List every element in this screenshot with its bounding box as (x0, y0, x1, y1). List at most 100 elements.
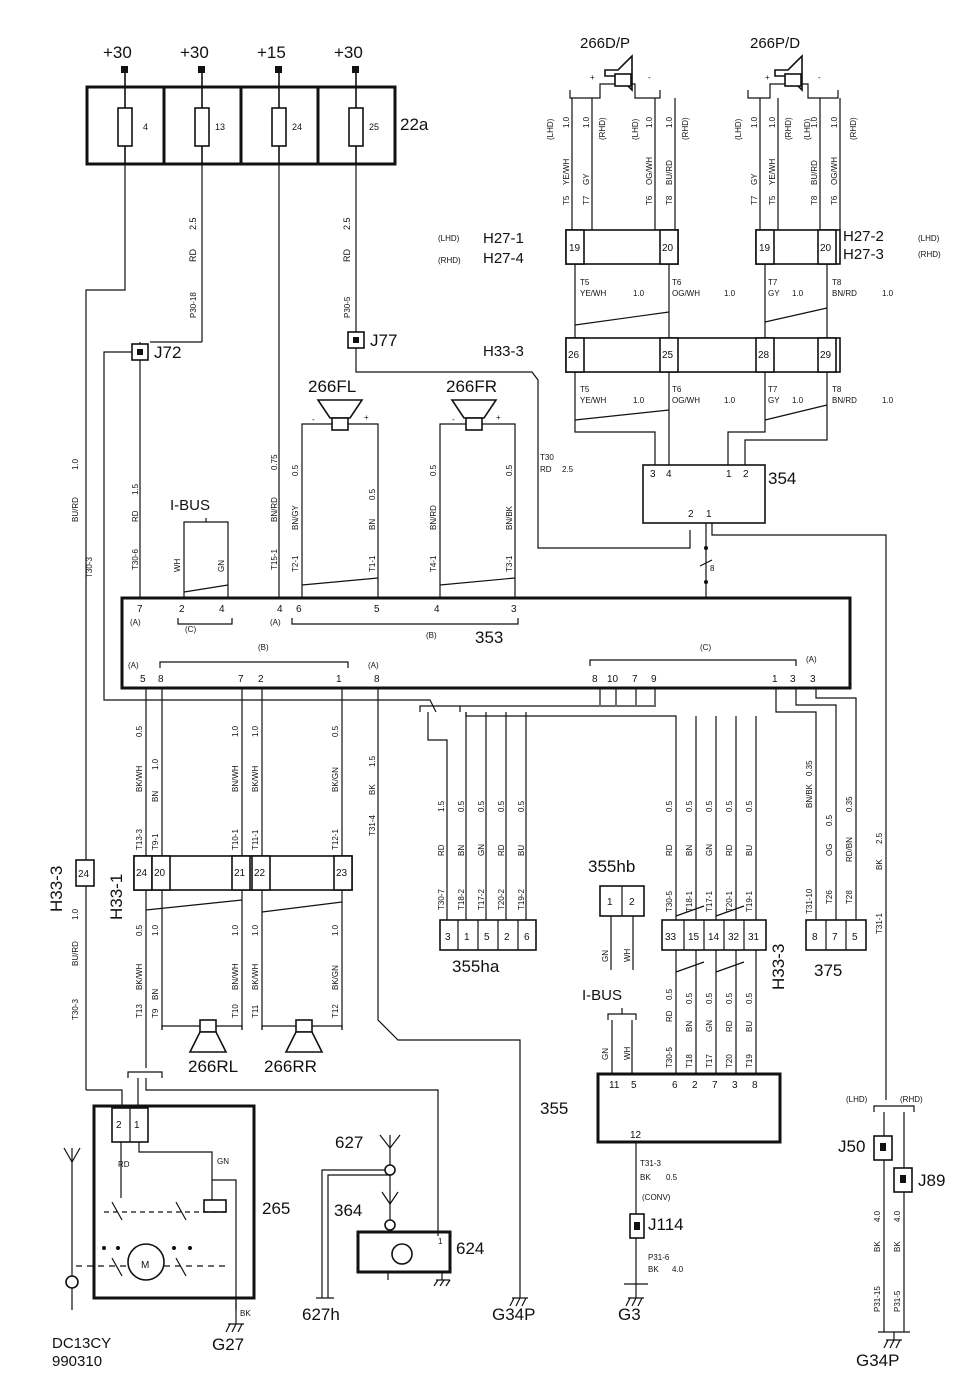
svg-text:21: 21 (234, 868, 246, 879)
fuse-number-4: 4 (143, 122, 148, 132)
svg-text:T17-2: T17-2 (477, 889, 486, 910)
svg-text:5: 5 (374, 604, 380, 615)
svg-text:1: 1 (336, 674, 342, 685)
h27-3-label: H27-3 (843, 246, 884, 263)
h27-2-label: H27-2 (843, 228, 884, 245)
svg-text:7: 7 (137, 604, 143, 615)
svg-text:G34P: G34P (492, 1305, 535, 1324)
svg-text:T9: T9 (151, 1008, 160, 1018)
svg-text:4: 4 (219, 604, 225, 615)
svg-text:(A): (A) (130, 618, 141, 627)
wire-label-j114-gnd: P31-6 BK 4.0 (648, 1253, 684, 1274)
svg-text:T30-6: T30-6 (131, 549, 140, 570)
svg-text:GN: GN (601, 1048, 610, 1060)
junction-j77: J77 (347, 331, 397, 350)
svg-text:GY: GY (750, 173, 759, 185)
svg-text:10: 10 (607, 674, 619, 685)
svg-text:4: 4 (277, 604, 283, 615)
h33-3-top-label: H33-3 (483, 343, 524, 360)
svg-text:0.5: 0.5 (665, 800, 674, 812)
svg-text:BN: BN (685, 845, 694, 856)
svg-text:26: 26 (568, 350, 580, 361)
svg-text:RD: RD (540, 465, 552, 474)
svg-text:BK/WH: BK/WH (251, 964, 260, 990)
svg-text:I-BUS: I-BUS (582, 987, 622, 1004)
fuse-box: +30 +30 +15 +30 4 13 24 25 22a (85, 43, 429, 166)
svg-text:T18-2: T18-2 (457, 889, 466, 910)
connector-h33-3-top: 26 25 28 29 (565, 337, 841, 373)
svg-text:T31-1: T31-1 (875, 913, 884, 934)
svg-text:2.5: 2.5 (342, 217, 352, 230)
svg-text:BU/RD: BU/RD (71, 941, 80, 966)
connector-627h: 627h (302, 1297, 340, 1324)
svg-text:G3: G3 (618, 1305, 641, 1324)
svg-text:8: 8 (374, 674, 380, 685)
svg-text:19: 19 (569, 243, 581, 254)
svg-text:BN/RD: BN/RD (832, 396, 857, 405)
svg-text:12: 12 (630, 1130, 642, 1141)
svg-text:0.75: 0.75 (270, 454, 279, 470)
h27-1-lhd: (LHD) (438, 234, 460, 243)
svg-text:BK/WH: BK/WH (135, 766, 144, 792)
svg-text:T30-7: T30-7 (437, 889, 446, 910)
h27-4-label: H27-4 (483, 250, 524, 267)
svg-text:RD/BN: RD/BN (845, 837, 854, 862)
svg-text:T28: T28 (845, 890, 854, 904)
component-354: 3 4 1 2 2 1 354 (642, 464, 796, 524)
svg-text:GY: GY (582, 173, 591, 185)
svg-text:8: 8 (158, 674, 164, 685)
h27-1-label: H27-1 (483, 230, 524, 247)
doc-date: 990310 (52, 1353, 102, 1370)
svg-text:9: 9 (651, 674, 657, 685)
svg-text:BN/WH: BN/WH (231, 963, 240, 990)
connector-375: 8 7 5 375 (805, 919, 867, 980)
svg-text:0.35: 0.35 (805, 760, 814, 776)
svg-text:0.35: 0.35 (845, 796, 854, 812)
svg-text:0.5: 0.5 (725, 992, 734, 1004)
svg-text:1.0: 1.0 (231, 924, 240, 936)
svg-text:8: 8 (752, 1080, 758, 1091)
svg-text:7: 7 (712, 1080, 718, 1091)
svg-text:5: 5 (852, 932, 858, 943)
svg-text:T8: T8 (665, 195, 674, 205)
svg-text:T30-5: T30-5 (665, 1047, 674, 1068)
svg-text:T7: T7 (768, 385, 778, 394)
svg-text:364: 364 (334, 1201, 362, 1220)
svg-text:1.0: 1.0 (633, 396, 645, 405)
svg-text:BK/GN: BK/GN (331, 767, 340, 792)
wire-labels-pd: T7 GY 1.0 (LHD) T5 YE/WH 1.0 (RHD) T8 BU… (734, 116, 858, 205)
svg-text:0.5: 0.5 (331, 725, 340, 737)
svg-text:OG: OG (825, 844, 834, 856)
svg-text:OG/WH: OG/WH (645, 157, 654, 185)
svg-text:RD: RD (725, 844, 734, 856)
wire-labels-lower-left: T13-3 BK/WH 0.5 T9-1 BN 1.0 T10-1 BN/WH … (135, 725, 377, 850)
svg-text:+: + (364, 413, 369, 422)
svg-text:(A): (A) (368, 661, 379, 670)
fuse-supply-2: +30 (180, 43, 209, 62)
svg-text:0.5: 0.5 (135, 924, 144, 936)
wire-label-355-gnd: T31-3 BK 0.5 (640, 1159, 678, 1182)
svg-text:T4-1: T4-1 (429, 555, 438, 572)
component-624: 1 624 (356, 1230, 484, 1287)
svg-text:2: 2 (179, 604, 185, 615)
speaker-266fr: 266FR - + (439, 377, 516, 434)
svg-text:0.5: 0.5 (685, 800, 694, 812)
svg-text:0.5: 0.5 (705, 992, 714, 1004)
ground-g34p-middle: G34P (492, 1297, 535, 1324)
svg-text:BU/RD: BU/RD (71, 497, 80, 522)
svg-text:3: 3 (650, 469, 656, 480)
svg-text:1: 1 (706, 509, 712, 520)
svg-text:GN: GN (217, 560, 226, 572)
svg-text:GN: GN (705, 1020, 714, 1032)
wire-label-t31-1: T31-1 BK 2.5 (875, 832, 884, 934)
svg-text:T30-3: T30-3 (85, 557, 94, 578)
svg-text:(LHD): (LHD) (734, 118, 743, 140)
svg-text:RD: RD (188, 249, 198, 262)
svg-text:1.0: 1.0 (792, 289, 804, 298)
svg-text:T15-1: T15-1 (270, 549, 279, 570)
svg-text:1.0: 1.0 (882, 396, 894, 405)
svg-text:YE/WH: YE/WH (580, 396, 606, 405)
svg-text:P31-6: P31-6 (648, 1253, 670, 1262)
svg-text:T19-2: T19-2 (517, 889, 526, 910)
svg-text:T20: T20 (725, 1054, 734, 1068)
